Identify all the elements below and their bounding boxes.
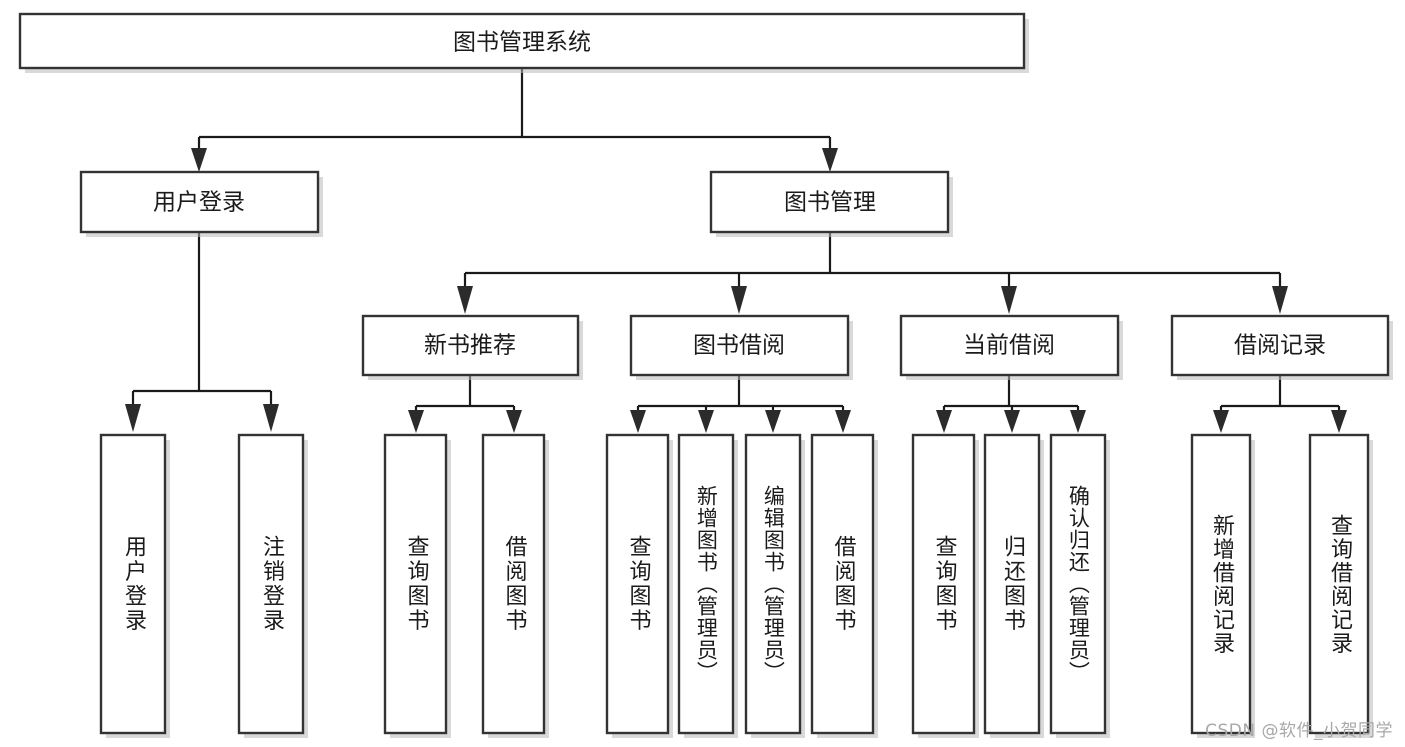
leaf-user-login-box[interactable] — [99, 433, 167, 735]
csdn-watermark: CSDN @软件_小贺同学 — [1205, 721, 1393, 741]
arrowhead-leaf-query-book-1 — [408, 410, 424, 433]
arrowhead-leaf-logout-login — [263, 404, 279, 432]
node-user-login-box[interactable] — [79, 170, 320, 234]
arrowhead-leaf-query-borrow-record — [1331, 410, 1347, 433]
arrowhead-borrow-record — [1272, 286, 1288, 314]
arrowhead-user-login — [191, 148, 207, 172]
node-root-box[interactable] — [18, 12, 1026, 70]
node-layer: 图书管理系统 用户登录 图书管理 新书推荐 — [18, 12, 1393, 738]
node-borrow-record[interactable]: 借阅记录 — [1170, 314, 1393, 380]
arrowhead-leaf-query-book-2 — [630, 410, 646, 433]
arrowhead-book-borrow — [731, 286, 747, 314]
node-new-book-recommend-label: 新书推荐 — [424, 333, 516, 359]
node-current-borrow[interactable]: 当前借阅 — [899, 314, 1123, 380]
node-book-borrow[interactable]: 图书借阅 — [629, 314, 853, 380]
arrowhead-leaf-edit-book-admin — [765, 410, 781, 433]
arrowhead-leaf-add-book-admin — [698, 410, 714, 433]
arrowhead-new-book-recommend — [457, 286, 473, 314]
leaf-confirm-return-admin-box[interactable] — [1049, 433, 1107, 735]
connector-layer — [125, 68, 1347, 433]
leaf-query-borrow-record-box[interactable] — [1308, 433, 1370, 735]
leaf-add-borrow-record-box[interactable] — [1190, 433, 1252, 735]
arrowhead-leaf-query-book-3 — [936, 410, 952, 433]
node-user-login[interactable]: 用户登录 — [79, 170, 323, 237]
leaf-return-book-box[interactable] — [983, 433, 1041, 735]
node-book-manage[interactable]: 图书管理 — [709, 170, 953, 237]
arrowhead-book-manage — [822, 148, 838, 172]
leaf-logout-login-box[interactable] — [237, 433, 305, 735]
arrowhead-leaf-borrow-book-2 — [835, 410, 851, 433]
node-root[interactable]: 图书管理系统 — [18, 12, 1029, 73]
arrowhead-leaf-return-book — [1004, 410, 1020, 433]
node-user-login-label: 用户登录 — [153, 190, 245, 216]
leaf-add-book-admin-box[interactable] — [677, 433, 735, 735]
leaf-query-book-1-box[interactable] — [383, 433, 448, 735]
leaf-borrow-book-1-box[interactable] — [481, 433, 546, 735]
arrowhead-leaf-user-login — [125, 404, 141, 432]
node-new-book-recommend-box[interactable] — [361, 314, 580, 377]
arrowhead-leaf-borrow-book-1 — [506, 410, 522, 433]
node-book-borrow-box[interactable] — [629, 314, 850, 377]
node-root-label: 图书管理系统 — [453, 30, 591, 56]
node-new-book-recommend[interactable]: 新书推荐 — [361, 314, 583, 380]
node-book-manage-label: 图书管理 — [784, 190, 876, 216]
leaf-borrow-book-2-box[interactable] — [810, 433, 875, 735]
arrowhead-leaf-add-borrow-record — [1213, 410, 1229, 433]
arrowhead-current-borrow — [1001, 286, 1017, 314]
leaf-query-book-2-box[interactable] — [605, 433, 670, 735]
node-current-borrow-box[interactable] — [899, 314, 1120, 377]
node-borrow-record-label: 借阅记录 — [1234, 333, 1326, 359]
arrowhead-leaf-confirm-return-admin — [1070, 410, 1086, 433]
leaf-edit-book-admin-box[interactable] — [744, 433, 802, 735]
node-borrow-record-box[interactable] — [1170, 314, 1390, 377]
node-current-borrow-label: 当前借阅 — [963, 333, 1055, 359]
leaf-boxes — [99, 433, 1373, 738]
leaf-query-book-3-box[interactable] — [911, 433, 976, 735]
node-book-manage-box[interactable] — [709, 170, 950, 234]
node-book-borrow-label: 图书借阅 — [693, 333, 785, 359]
